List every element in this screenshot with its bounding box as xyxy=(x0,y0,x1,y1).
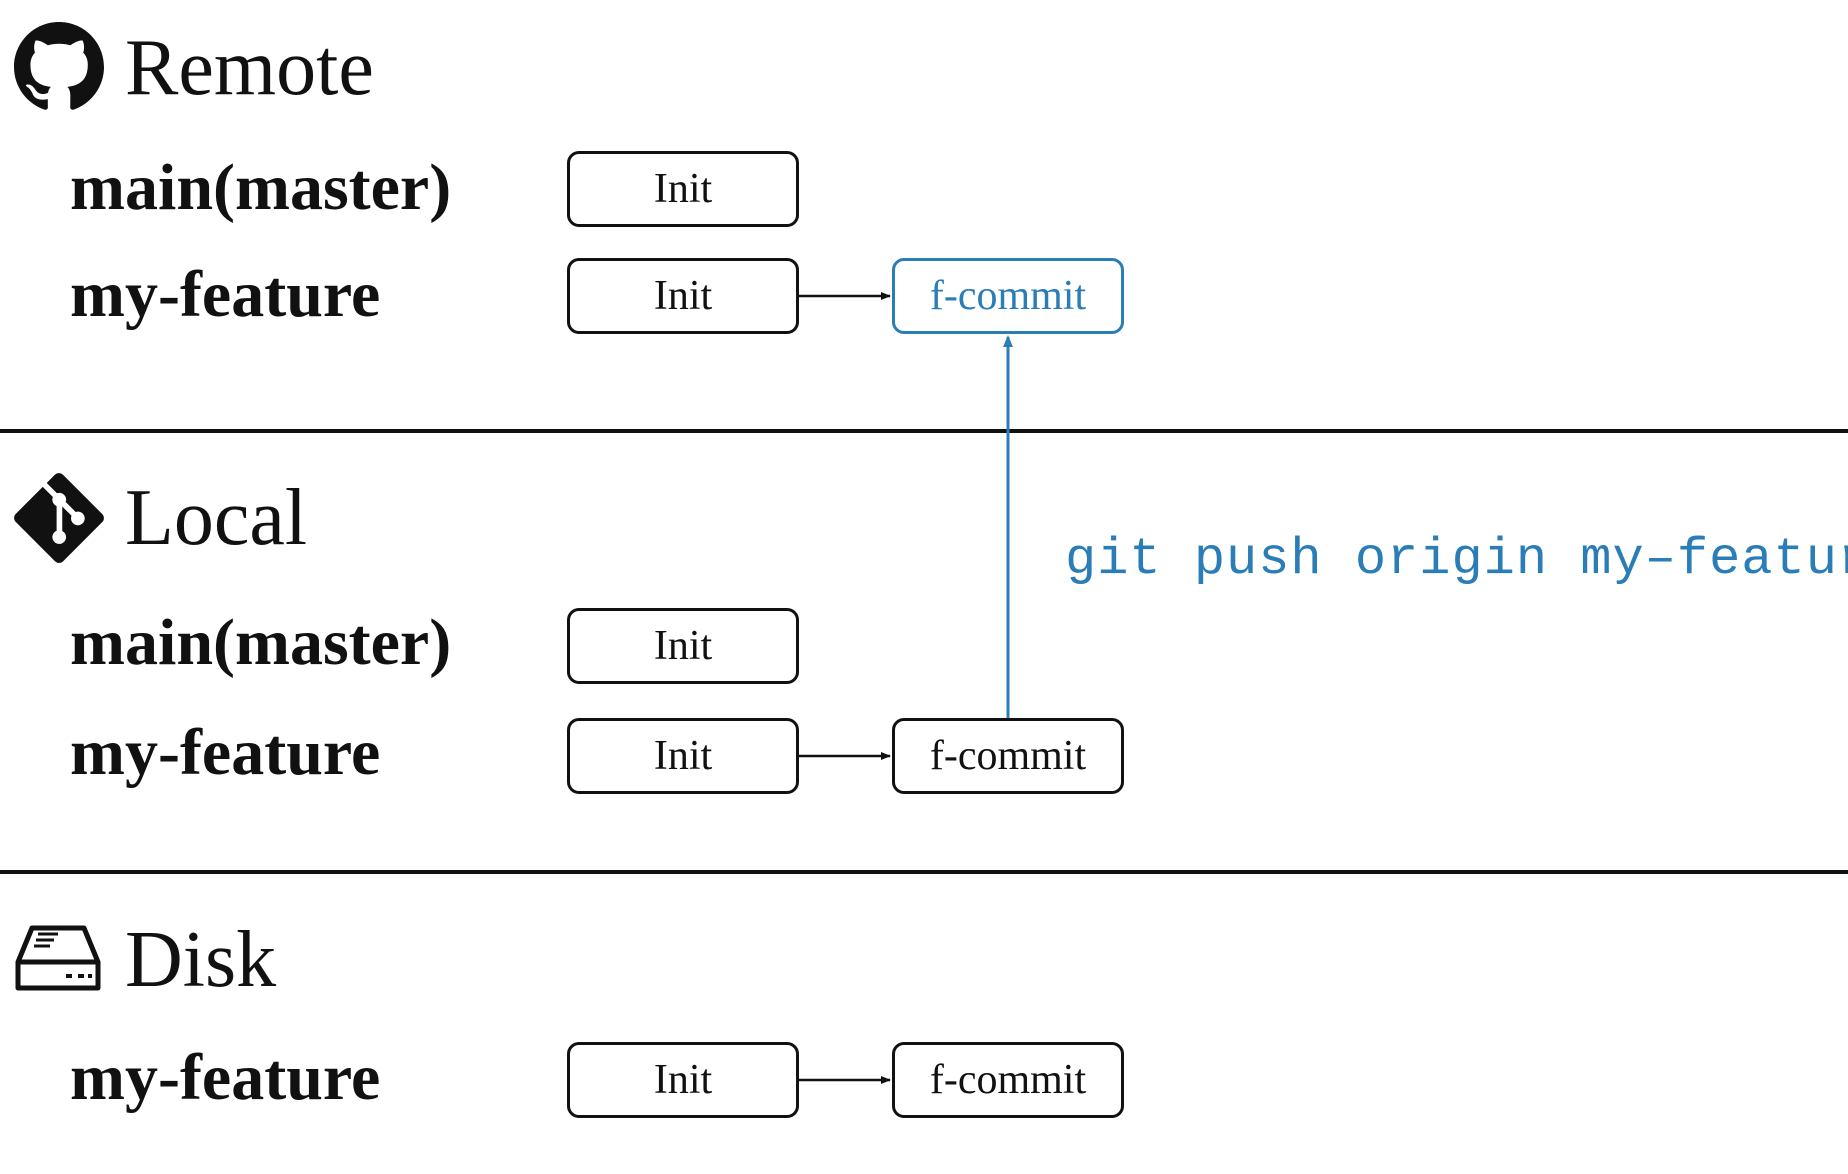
git-icon xyxy=(14,473,104,563)
disk-title: Disk xyxy=(125,916,277,1004)
local-feature-fcommit: f-commit xyxy=(892,718,1124,794)
disk-feature-init-commit: Init xyxy=(567,1042,799,1118)
local-title: Local xyxy=(125,474,308,562)
disk-feature-fcommit: f-commit xyxy=(892,1042,1124,1118)
remote-title: Remote xyxy=(125,24,374,112)
github-icon xyxy=(14,22,104,110)
remote-feature-branch-label: my-feature xyxy=(70,258,381,331)
divider-local-disk xyxy=(0,870,1848,874)
git-push-command: git push origin my–feature xyxy=(1065,530,1848,589)
remote-main-init-commit: Init xyxy=(567,151,799,227)
remote-main-branch-label: main(master) xyxy=(70,151,452,224)
local-main-init-commit: Init xyxy=(567,608,799,684)
remote-feature-init-commit: Init xyxy=(567,258,799,334)
divider-remote-local xyxy=(0,429,1848,433)
hard-drive-icon xyxy=(15,925,101,991)
local-feature-init-commit: Init xyxy=(567,718,799,794)
local-feature-branch-label: my-feature xyxy=(70,716,381,789)
disk-feature-branch-label: my-feature xyxy=(70,1041,381,1114)
remote-feature-fcommit: f-commit xyxy=(892,258,1124,334)
local-main-branch-label: main(master) xyxy=(70,606,452,679)
